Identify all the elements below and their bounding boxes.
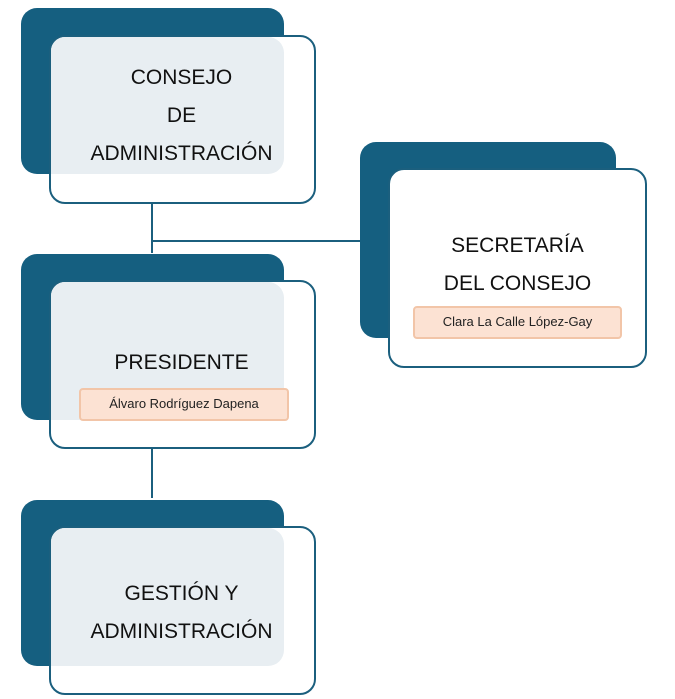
node-secretary-name: Clara La Calle López-Gay [413,306,622,339]
node-management-title: GESTIÓN Y ADMINISTRACIÓN [90,582,273,643]
node-secretary-title: SECRETARÍA DEL CONSEJO [443,234,592,295]
connector-board-president [151,203,153,253]
node-management-overlap [51,528,284,666]
connector-president-management [151,448,153,498]
node-president-name: Álvaro Rodríguez Dapena [79,388,289,421]
node-board-title: CONSEJO DE ADMINISTRACIÓN [90,66,273,165]
connector-board-secretary [151,240,361,242]
node-president-title: PRESIDENTE [114,351,249,374]
node-board-overlap [51,37,284,174]
